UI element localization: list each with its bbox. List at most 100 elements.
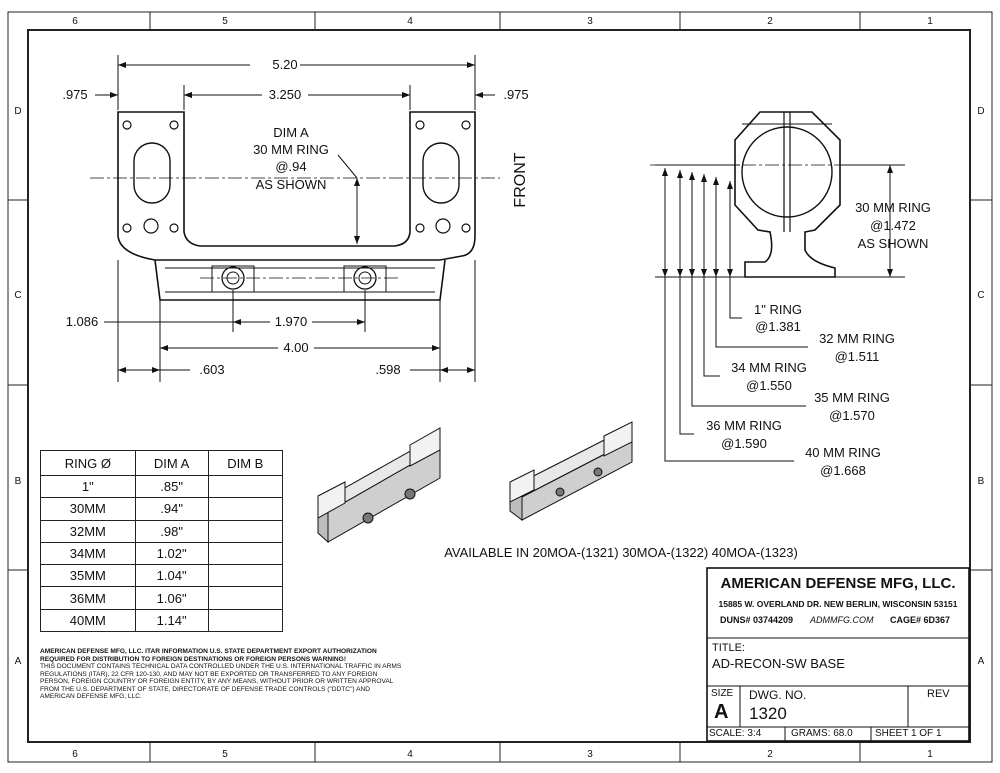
itar-export-notice: AMERICAN DEFENSE MFG, LLC. ITAR INFORMAT… bbox=[40, 648, 405, 701]
side-ring-note-1: 30 MM RING bbox=[855, 200, 931, 215]
table-row: 30MM.94" bbox=[40, 497, 284, 521]
callout-35mm-value: @1.570 bbox=[829, 408, 875, 423]
callout-1in-label: 1" RING bbox=[754, 302, 802, 317]
company-address: 15885 W. OVERLAND DR. NEW BERLIN, WISCON… bbox=[718, 599, 958, 609]
cage-code: CAGE# 6D367 bbox=[890, 615, 951, 625]
cell-dim-b bbox=[207, 519, 284, 543]
cell-ring: 40MM bbox=[40, 608, 136, 633]
callout-34mm-label: 34 MM RING bbox=[731, 360, 807, 375]
zone-row-d-left: D bbox=[14, 106, 21, 117]
side-dimension-lines bbox=[655, 164, 905, 462]
front-label: FRONT bbox=[512, 152, 529, 207]
cell-dim-b bbox=[207, 497, 284, 521]
zone-row-c-left: C bbox=[14, 290, 21, 301]
cell-ring: 34MM bbox=[40, 541, 136, 566]
cell-dim-b bbox=[207, 474, 284, 499]
company-name: AMERICAN DEFENSE MFG, LLC. bbox=[720, 575, 956, 592]
zone-col-5-top: 5 bbox=[222, 16, 228, 27]
table-header-row: RING Ø DIM A DIM B bbox=[40, 450, 284, 476]
zone-row-b-right: B bbox=[978, 476, 985, 487]
zone-row-d-right: D bbox=[977, 106, 984, 117]
size-label: SIZE bbox=[711, 688, 734, 699]
availability-note: AVAILABLE IN 20MOA-(1321) 30MOA-(1322) 4… bbox=[444, 545, 798, 560]
zone-col-6-bottom: 6 bbox=[72, 749, 78, 760]
drawing-title: AD-RECON-SW BASE bbox=[712, 656, 845, 671]
dim-right-base: .598 bbox=[375, 362, 400, 377]
title-block-frame bbox=[706, 567, 970, 742]
dim-a-note-3: @.94 bbox=[275, 159, 306, 174]
callout-40mm-label: 40 MM RING bbox=[805, 445, 881, 460]
zone-col-4-top: 4 bbox=[407, 16, 413, 27]
isometric-view-right bbox=[509, 421, 633, 521]
dim-base-length: 4.00 bbox=[283, 340, 308, 355]
inner-border bbox=[27, 29, 971, 743]
cell-dim-a: .85" bbox=[134, 474, 209, 499]
zone-col-1-bottom: 1 bbox=[927, 749, 933, 760]
cell-dim-a: 1.06" bbox=[134, 586, 209, 610]
zone-col-2-bottom: 2 bbox=[767, 749, 773, 760]
zone-col-4-bottom: 4 bbox=[407, 749, 413, 760]
dim-screw-spacing: 1.970 bbox=[275, 314, 308, 329]
sheet-number: SHEET 1 OF 1 bbox=[875, 728, 942, 739]
zone-col-5-bottom: 5 bbox=[222, 749, 228, 760]
title-label: TITLE: bbox=[712, 642, 746, 654]
dim-center: 3.250 bbox=[269, 87, 302, 102]
cell-ring: 35MM bbox=[40, 564, 136, 588]
callout-34mm-value: @1.550 bbox=[746, 378, 792, 393]
callout-36mm-label: 36 MM RING bbox=[706, 418, 782, 433]
ring-dimension-table: RING Ø DIM A DIM B 1".85" 30MM.94" 32MM.… bbox=[40, 450, 284, 633]
cell-dim-a: 1.14" bbox=[134, 608, 209, 633]
zone-col-3-top: 3 bbox=[587, 16, 593, 27]
callout-40mm-value: @1.668 bbox=[820, 463, 866, 478]
table-row: 1".85" bbox=[40, 474, 284, 499]
dim-a-note-4: AS SHOWN bbox=[256, 177, 327, 192]
zone-col-6-top: 6 bbox=[72, 16, 78, 27]
zone-col-1-top: 1 bbox=[927, 16, 933, 27]
dim-a-note-1: DIM A bbox=[273, 125, 309, 140]
zone-col-3-bottom: 3 bbox=[587, 749, 593, 760]
zone-labels: 6 5 4 3 2 1 6 5 4 3 2 1 D C B A D C B A bbox=[14, 16, 984, 760]
zone-row-c-right: C bbox=[977, 290, 984, 301]
header-dim-b: DIM B bbox=[207, 450, 284, 476]
table-row: 32MM.98" bbox=[40, 519, 284, 543]
isometric-view-left bbox=[317, 427, 441, 544]
callout-36mm-value: @1.590 bbox=[721, 436, 767, 451]
dim-a-note-2: 30 MM RING bbox=[253, 142, 329, 157]
cell-dim-b bbox=[207, 586, 284, 610]
zone-col-2-top: 2 bbox=[767, 16, 773, 27]
cell-ring: 1" bbox=[40, 474, 136, 499]
dim-height: 1.086 bbox=[66, 314, 99, 329]
scale: SCALE: 3:4 bbox=[709, 728, 762, 739]
callout-1in-value: @1.381 bbox=[755, 319, 801, 334]
side-view bbox=[734, 111, 841, 278]
callout-35mm-label: 35 MM RING bbox=[814, 390, 890, 405]
dim-overall: 5.20 bbox=[272, 57, 297, 72]
cell-ring: 32MM bbox=[40, 519, 136, 543]
grams: GRAMS: 68.0 bbox=[791, 728, 853, 739]
side-ring-note-2: @1.472 bbox=[870, 218, 916, 233]
rev-label: REV bbox=[927, 688, 950, 700]
duns-number: DUNS# 03744209 bbox=[720, 615, 794, 625]
dim-left-base: .603 bbox=[199, 362, 224, 377]
callout-32mm-label: 32 MM RING bbox=[819, 331, 895, 346]
cell-dim-a: 1.02" bbox=[134, 541, 209, 566]
center-lines bbox=[90, 177, 500, 279]
cell-dim-b bbox=[207, 541, 284, 566]
cell-dim-b bbox=[207, 564, 284, 588]
cell-dim-a: .94" bbox=[134, 497, 209, 521]
zone-row-b-left: B bbox=[15, 476, 22, 487]
zone-row-a-left: A bbox=[15, 656, 22, 667]
itar-warning-body: THIS DOCUMENT CONTAINS TECHNICAL DATA CO… bbox=[40, 663, 402, 700]
title-block: AMERICAN DEFENSE MFG, LLC. 15885 W. OVER… bbox=[707, 568, 969, 740]
dwg-no-value: 1320 bbox=[749, 704, 787, 723]
header-dim-a: DIM A bbox=[134, 450, 209, 476]
zone-ticks bbox=[8, 12, 992, 762]
zone-row-a-right: A bbox=[978, 656, 985, 667]
dwg-no-label: DWG. NO. bbox=[749, 688, 807, 702]
header-ring: RING Ø bbox=[40, 450, 136, 476]
cell-ring: 30MM bbox=[40, 497, 136, 521]
